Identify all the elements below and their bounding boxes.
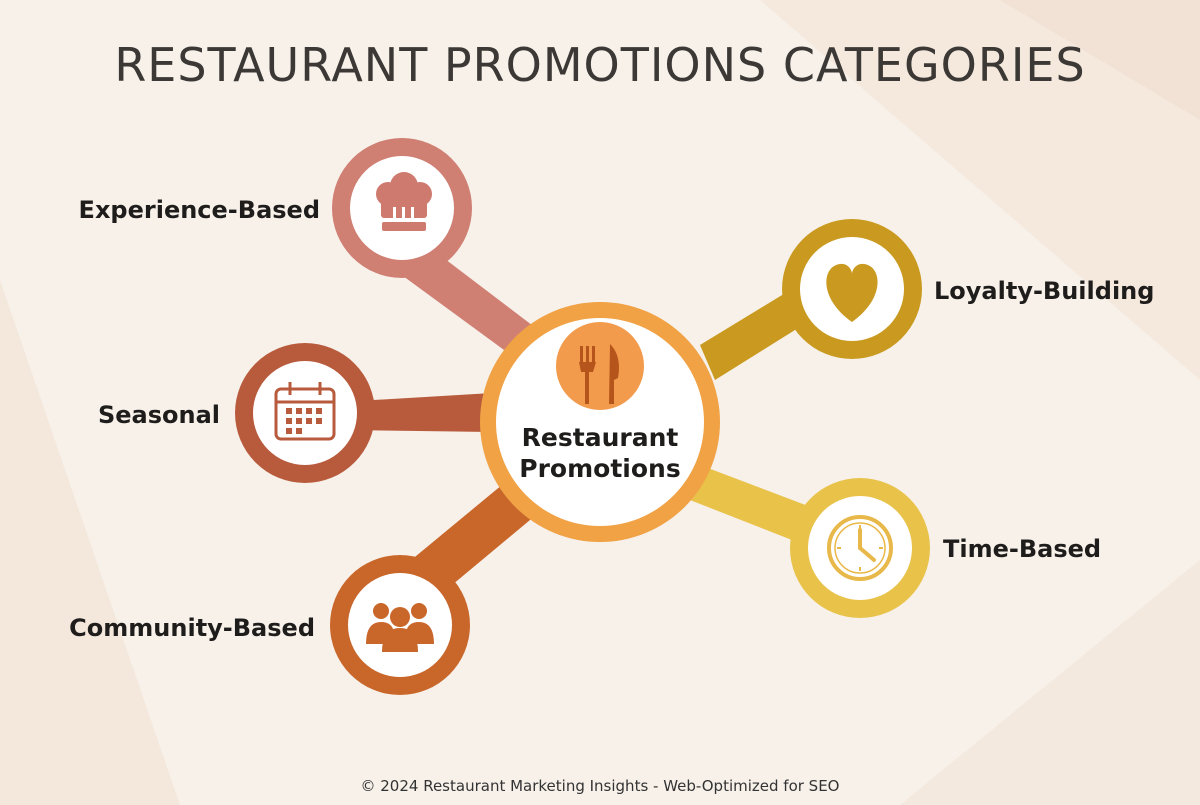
label-experience-based: Experience-Based [78, 196, 320, 224]
label-seasonal: Seasonal [97, 401, 220, 429]
label-loyalty-building: Loyalty-Building [934, 277, 1155, 305]
node-time-based [790, 478, 930, 618]
calendar-icon [274, 382, 336, 441]
center-node [480, 302, 720, 542]
label-community-based: Community-Based [69, 614, 315, 642]
connector-seasonal [340, 393, 492, 432]
chef-hat-icon [376, 172, 432, 231]
fork-knife-icon [579, 344, 619, 404]
label-center-line1: Restaurant [521, 423, 679, 452]
node-experience-based [332, 138, 472, 278]
heart-icon [826, 263, 878, 322]
node-loyalty-building [782, 219, 922, 359]
page-title: RESTAURANT PROMOTIONS CATEGORIES [114, 38, 1086, 92]
clock-icon [827, 515, 893, 581]
people-icon [366, 603, 434, 652]
node-seasonal [235, 343, 375, 483]
label-time-based: Time-Based [943, 535, 1102, 563]
label-center-line2: Promotions [519, 454, 681, 483]
footer-copyright: © 2024 Restaurant Marketing Insights - W… [360, 777, 840, 795]
node-community-based [330, 555, 470, 695]
